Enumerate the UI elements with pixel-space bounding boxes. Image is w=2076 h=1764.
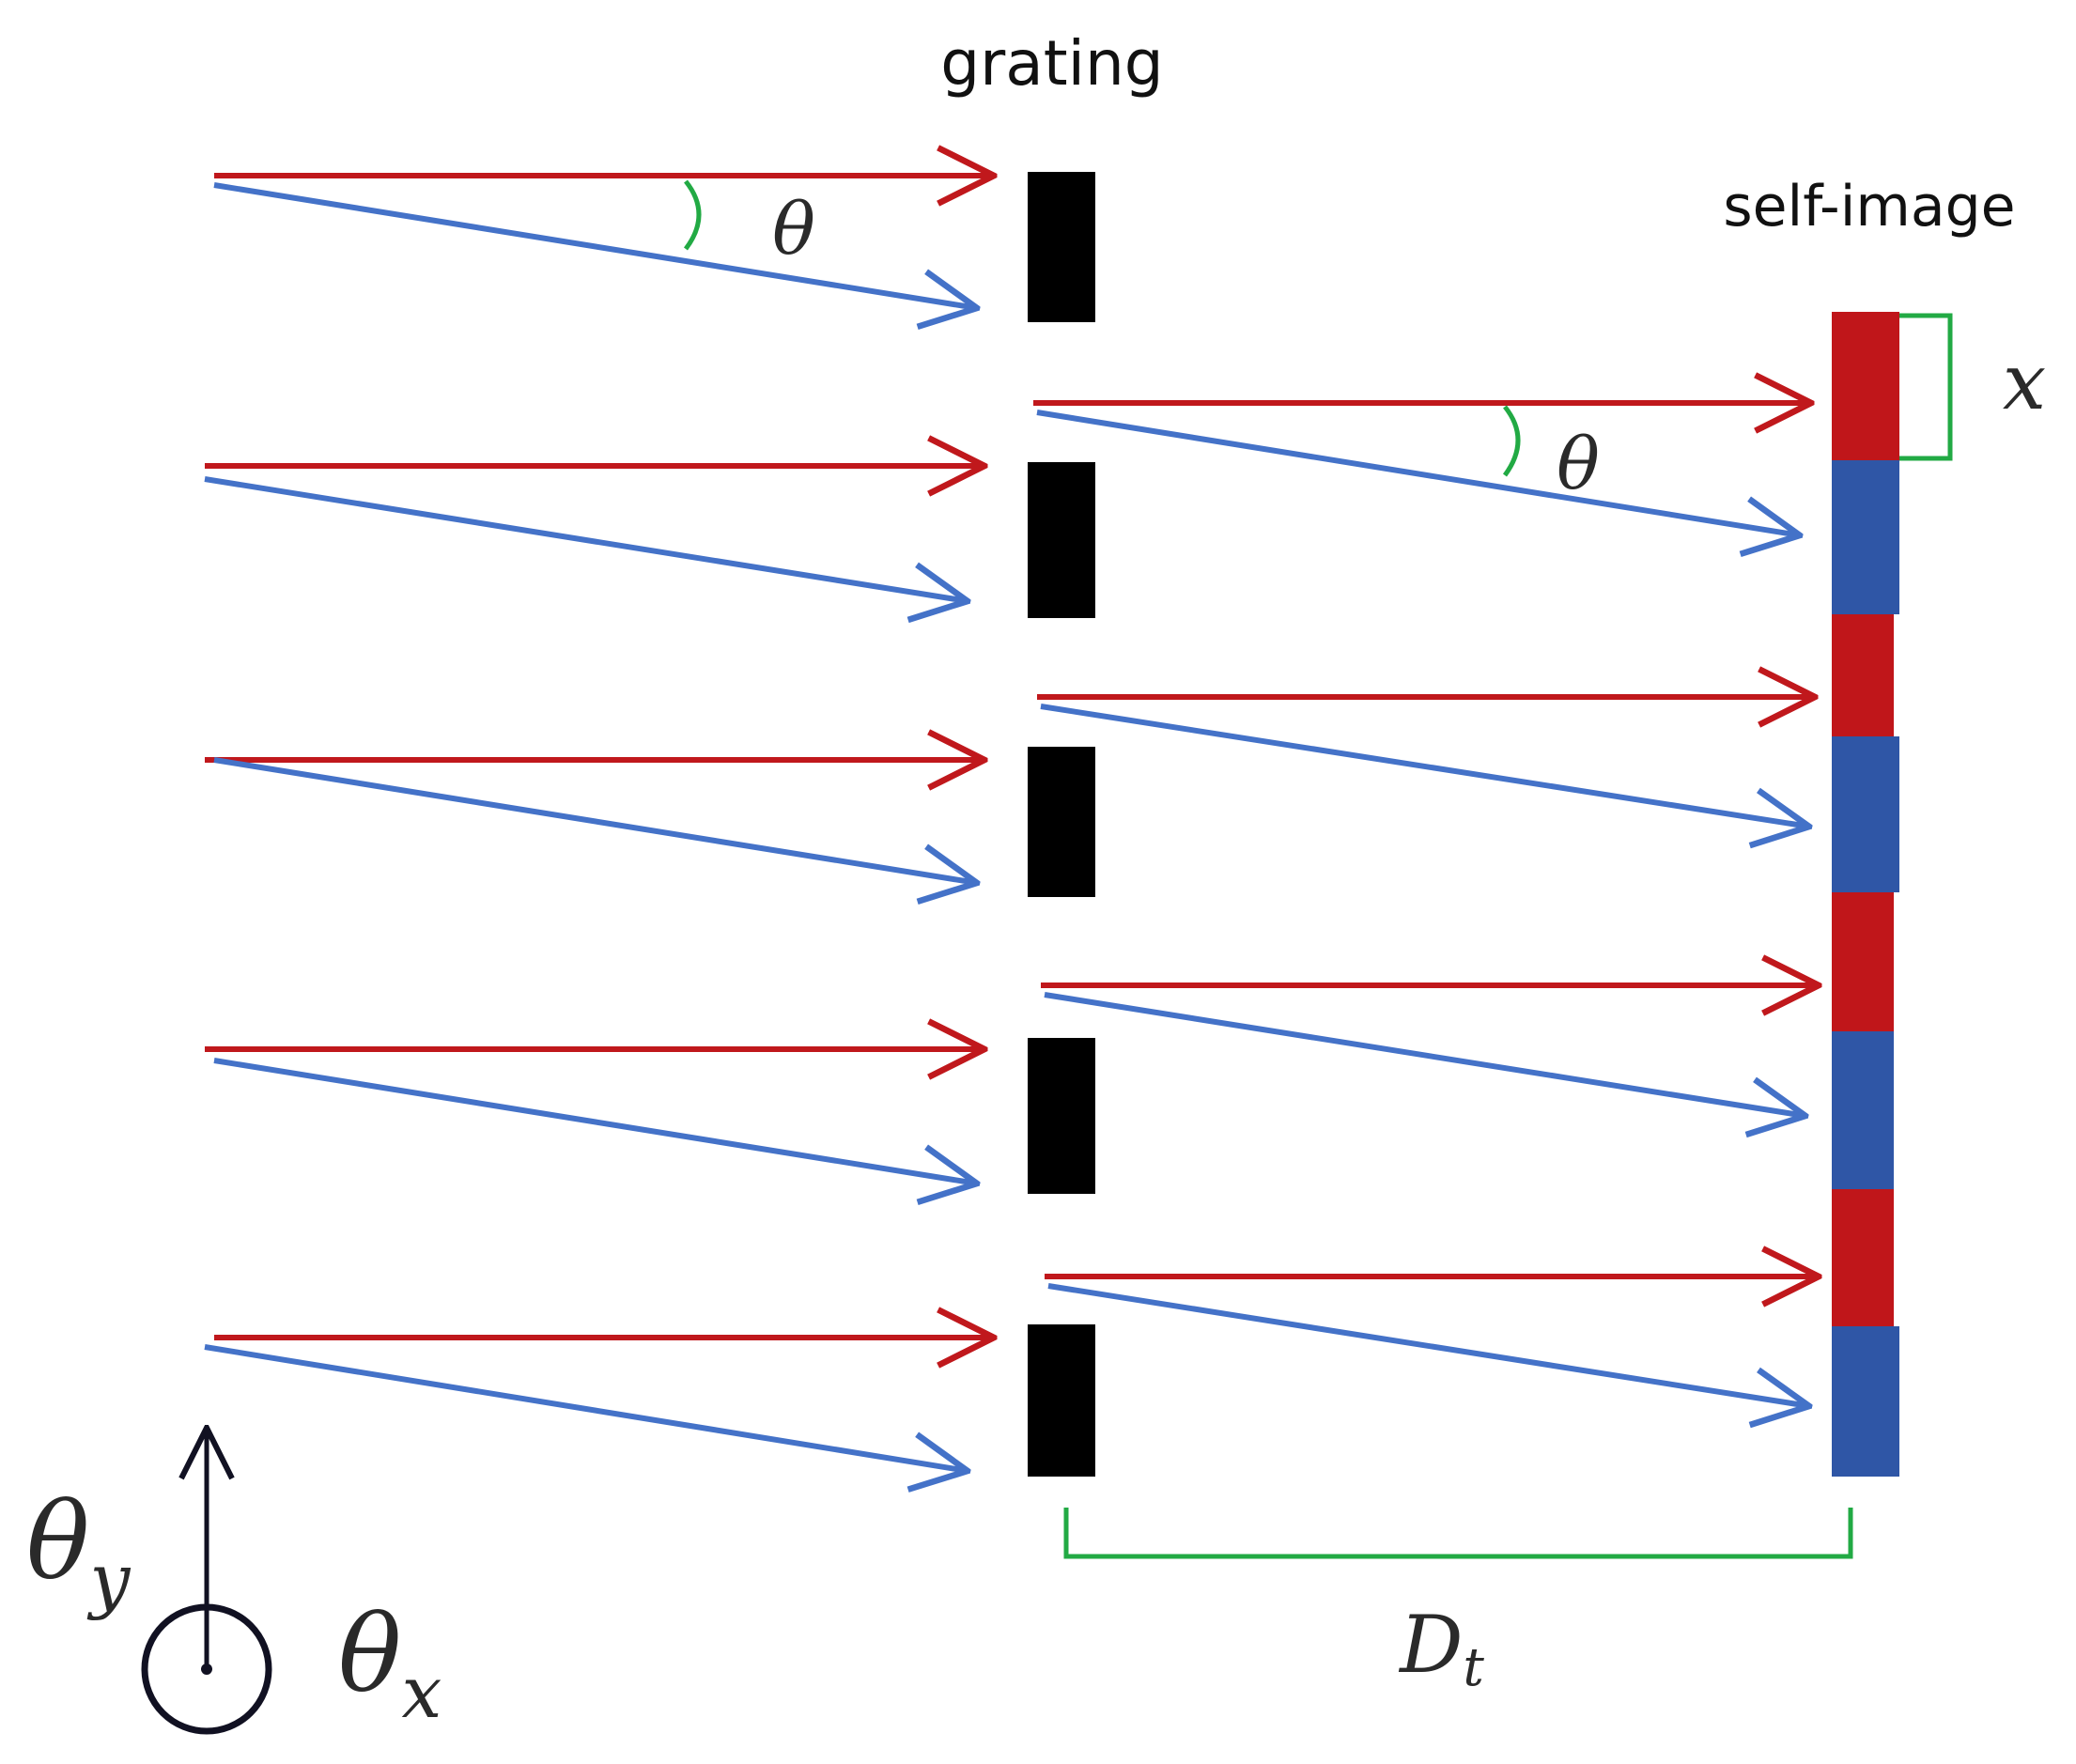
- x-label: x: [2003, 338, 2046, 427]
- blue-ray: [213, 757, 977, 883]
- theta-y-label: θy: [26, 1481, 131, 1621]
- blue-ray: [1047, 1283, 1809, 1406]
- blue-ray: [213, 1058, 977, 1184]
- grating-bar: [1028, 1038, 1095, 1194]
- self-image-label: self-image: [1723, 174, 2015, 240]
- blue-ray: [204, 1344, 968, 1471]
- theta-y-main: θ: [26, 1481, 89, 1603]
- theta-x-sub: x: [401, 1650, 442, 1734]
- angle-arc-lower: [1502, 405, 1521, 477]
- theta-label-upper: θ: [772, 187, 815, 271]
- angle-arc-upper: [683, 179, 702, 251]
- distance-bracket: [1063, 1508, 1853, 1559]
- self-image-red-segment: [1832, 312, 1899, 460]
- self-image-blue-segment: [1832, 1031, 1894, 1189]
- grating-label: grating: [940, 27, 1163, 100]
- self-image-blue-segment: [1832, 460, 1899, 614]
- grating-bar: [1028, 747, 1095, 897]
- theta-x-main: θ: [338, 1594, 401, 1716]
- distance-label-main: D: [1398, 1599, 1463, 1691]
- grating-bar: [1028, 462, 1095, 618]
- grating-bar: [1028, 1324, 1095, 1477]
- distance-label: Dt: [1398, 1599, 1484, 1698]
- grating-bar: [1028, 172, 1095, 322]
- blue-ray: [1036, 410, 1800, 535]
- grating: [1028, 172, 1095, 1477]
- self-image-red-segment: [1832, 614, 1894, 736]
- theta-label-lower: θ: [1557, 422, 1600, 505]
- self-image-blue-segment: [1832, 736, 1899, 892]
- blue-ray: [1040, 704, 1809, 827]
- blue-ray: [1044, 992, 1805, 1116]
- theta-x-label: θx: [338, 1594, 442, 1734]
- self-image-stripe: [1832, 312, 1899, 1477]
- self-image-blue-segment: [1832, 1326, 1899, 1477]
- blue-ray: [213, 182, 977, 308]
- self-image-red-segment: [1832, 1189, 1894, 1326]
- x-bracket: [1899, 313, 1953, 461]
- blue-ray: [204, 476, 968, 601]
- distance-label-sub: t: [1463, 1637, 1484, 1698]
- incident-rays: [204, 176, 994, 1471]
- self-image-red-segment: [1832, 892, 1894, 1031]
- transmitted-rays: [1033, 403, 1819, 1406]
- axis-indicator: θy θx: [26, 1428, 442, 1735]
- theta-y-sub: y: [86, 1538, 131, 1621]
- x-axis-dot-icon: [201, 1663, 212, 1675]
- x-axis-out-of-plane-icon: [141, 1603, 272, 1735]
